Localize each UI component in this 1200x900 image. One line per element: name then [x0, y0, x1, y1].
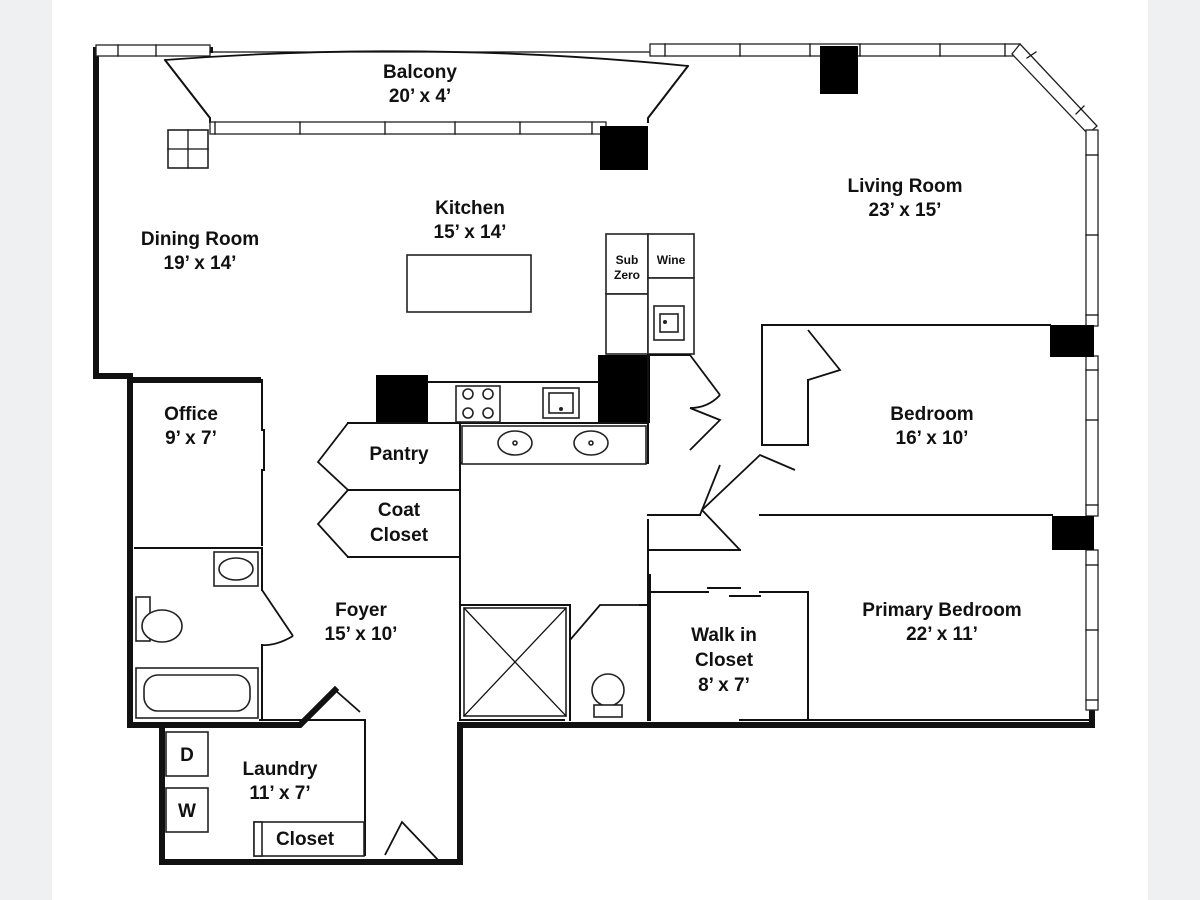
bedroom-size: 16’ x 10’ — [896, 428, 969, 449]
foyer-name: Foyer — [335, 600, 387, 621]
bedroom-name: Bedroom — [890, 404, 973, 425]
laundry-closet-name: Closet — [276, 829, 335, 850]
floor-plan-canvas: Balcony 20’ x 4’ Kitchen 15’ x 14’ Dinin… — [52, 0, 1148, 900]
laundry-fixtures — [165, 731, 365, 857]
appliance-labels: Sub Zero Wine D W — [178, 253, 686, 822]
primary-bedroom-name: Primary Bedroom — [862, 600, 1021, 621]
office-size: 9’ x 7’ — [165, 428, 217, 449]
sub-zero-label-line1: Sub — [616, 253, 639, 267]
walk-in-closet-name-line2: Closet — [695, 650, 754, 671]
interior-walls — [127, 324, 1093, 856]
doors — [261, 329, 842, 863]
laundry-name: Laundry — [243, 759, 318, 780]
structural-columns — [376, 46, 1094, 550]
dryer-label: D — [180, 745, 194, 766]
balcony-size: 20’ x 4’ — [389, 86, 451, 107]
bathroom-fixtures — [135, 425, 647, 719]
walk-in-closet-size: 8’ x 7’ — [698, 675, 750, 696]
walk-in-closet-name-line1: Walk in — [691, 625, 757, 646]
kitchen-name: Kitchen — [435, 198, 505, 219]
primary-bedroom-size: 22’ x 11’ — [906, 624, 978, 645]
dining-room-name: Dining Room — [141, 229, 259, 250]
kitchen-fixtures — [406, 233, 695, 424]
sub-zero-label-line2: Zero — [614, 268, 640, 282]
room-labels: Balcony 20’ x 4’ Kitchen 15’ x 14’ Dinin… — [141, 62, 1022, 850]
coat-closet-name-line2: Closet — [370, 525, 429, 546]
balcony-name: Balcony — [383, 62, 457, 83]
kitchen-size: 15’ x 14’ — [434, 222, 507, 243]
washer-label: W — [178, 801, 196, 822]
living-room-size: 23’ x 15’ — [869, 200, 942, 221]
pantry-name: Pantry — [369, 444, 429, 465]
wine-label: Wine — [657, 253, 686, 267]
living-room-name: Living Room — [847, 176, 962, 197]
dining-room-size: 19’ x 14’ — [164, 253, 237, 274]
coat-closet-name-line1: Coat — [378, 500, 421, 521]
floor-plan: Balcony 20’ x 4’ Kitchen 15’ x 14’ Dinin… — [93, 43, 1099, 865]
laundry-size: 11’ x 7’ — [249, 783, 310, 804]
office-name: Office — [164, 404, 218, 425]
foyer-size: 15’ x 10’ — [325, 624, 398, 645]
